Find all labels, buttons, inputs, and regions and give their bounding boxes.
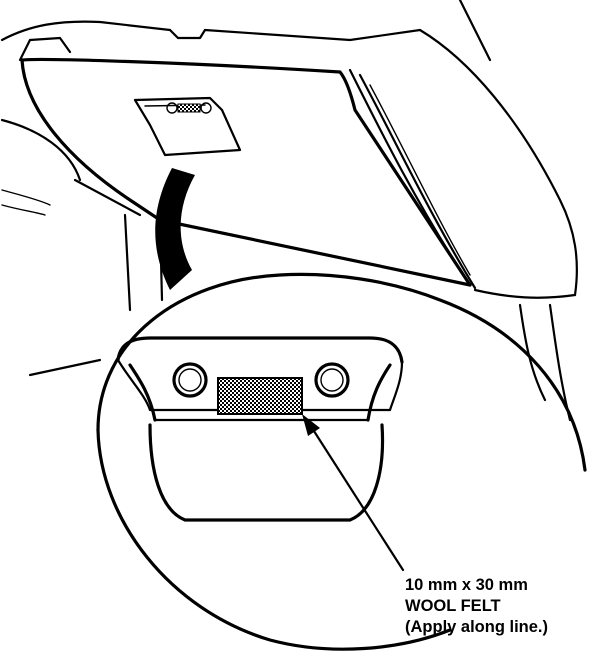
detail-circle-icon [96,272,587,651]
leader-arrow-icon [302,414,405,572]
wool-felt-patch [217,377,303,415]
handle-detail [116,336,404,522]
callout-dimension: 10 mm x 30 mm [405,576,528,594]
glove-box-lid [20,28,578,422]
lid-handle [133,96,242,157]
curved-arrow-icon [155,168,195,290]
callout-instruction: (Apply along line.) [405,618,548,636]
lower-frame [28,213,164,377]
dashboard-outline [0,0,492,217]
callout-material: WOOL FELT [405,597,501,615]
callout-label: 10 mm x 30 mm WOOL FELT (Apply along lin… [405,575,605,638]
